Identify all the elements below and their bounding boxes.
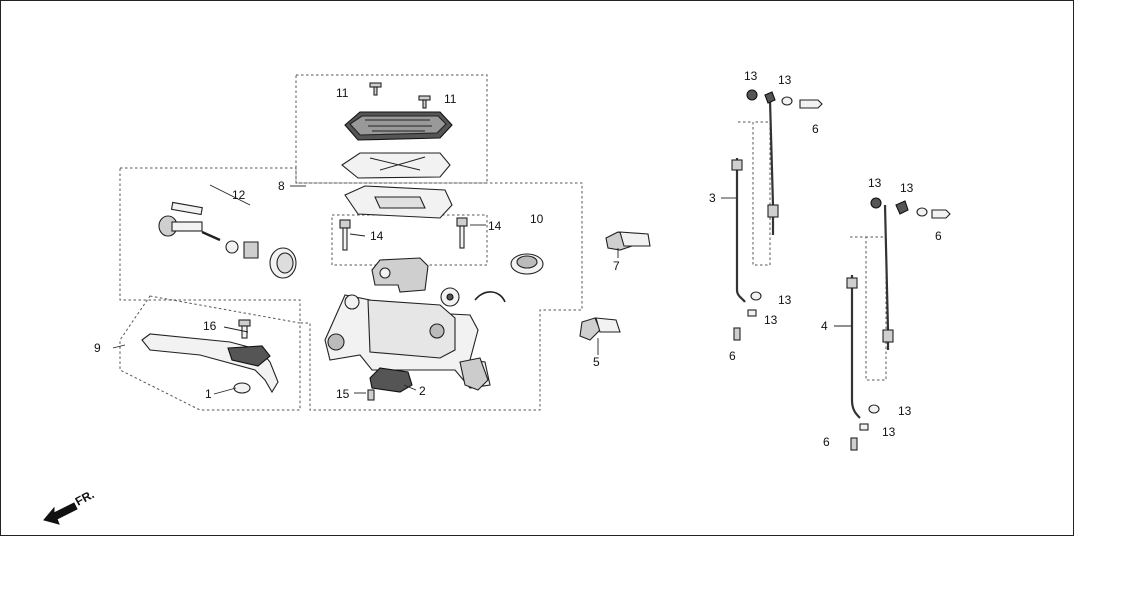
- piston-kit: [158, 201, 297, 279]
- callout-13-g: 13: [898, 404, 912, 418]
- callout-5: 5: [593, 355, 600, 369]
- callout-13-f: 13: [900, 181, 914, 195]
- callout-13-h: 13: [882, 425, 896, 439]
- group-outline-bolts: [331, 214, 488, 266]
- brake-hose-4: [846, 204, 894, 419]
- hose-3-fittings: [733, 89, 823, 341]
- front-arrow-icon: [43, 502, 78, 525]
- callout-6-hose3-bottom: 6: [729, 349, 736, 363]
- callout-3: 3: [709, 191, 716, 205]
- callout-1: 1: [205, 387, 212, 401]
- reservoir-diaphragm: [341, 152, 451, 179]
- brake-lever: [141, 333, 279, 394]
- callout-14-right: 14: [488, 219, 502, 233]
- callout-8: 8: [278, 179, 285, 193]
- callout-13-a: 13: [744, 69, 758, 83]
- callout-12: 12: [232, 188, 246, 202]
- brake-hose-3: [731, 99, 779, 303]
- nut-1: [233, 382, 251, 394]
- callout-13-c: 13: [778, 293, 792, 307]
- callout-2: 2: [419, 384, 426, 398]
- cap-plug: [440, 287, 460, 307]
- group-outline-reservoir: [295, 74, 488, 184]
- callout-13-d: 13: [764, 313, 778, 327]
- bolt-14-right: [456, 217, 468, 249]
- screw-15: [367, 389, 375, 401]
- callout-14-left: 14: [370, 229, 384, 243]
- callout-7: 7: [613, 259, 620, 273]
- reservoir-plate: [344, 185, 453, 219]
- switch-2: [369, 367, 413, 393]
- group-outline-hose-b: [850, 236, 887, 381]
- callout-13-e: 13: [868, 176, 882, 190]
- callout-4: 4: [821, 319, 828, 333]
- master-cylinder-clamp: [371, 257, 429, 293]
- callout-labels: 1 2 3 4 5 6 6 6 6 7 8 9 10 11 11 12 13 1…: [94, 69, 942, 449]
- callout-13-b: 13: [778, 73, 792, 87]
- mirror-bracket-7: [605, 231, 651, 251]
- group-outline-hose-a: [738, 121, 771, 266]
- callout-11-right: 11: [444, 92, 457, 106]
- circlip: [474, 291, 506, 303]
- callout-10: 10: [530, 212, 544, 226]
- pivot-bolt-16: [238, 319, 251, 339]
- front-label: FR.: [73, 487, 97, 508]
- callout-9: 9: [94, 341, 101, 355]
- leader-lines: [112, 184, 852, 395]
- cap-screw-right: [418, 95, 431, 109]
- hose-4-fittings: [850, 197, 951, 451]
- callout-6-hose4-bottom: 6: [823, 435, 830, 449]
- callout-6-hose4-top: 6: [935, 229, 942, 243]
- reservoir-cap: [344, 111, 453, 141]
- callout-16: 16: [203, 319, 217, 333]
- boot-seal-10: [510, 253, 544, 275]
- hose-clamp-5: [579, 317, 621, 341]
- front-direction-indicator: FR.: [43, 487, 97, 525]
- callout-11-left: 11: [336, 86, 349, 100]
- callout-15: 15: [336, 387, 350, 401]
- cap-screw-left: [369, 82, 382, 96]
- callout-6-hose3-top: 6: [812, 122, 819, 136]
- bolt-14-left: [339, 219, 351, 251]
- group-outline-master-cylinder: [119, 167, 583, 411]
- group-outline-lever: [119, 295, 301, 411]
- master-cylinder-body: [324, 294, 491, 391]
